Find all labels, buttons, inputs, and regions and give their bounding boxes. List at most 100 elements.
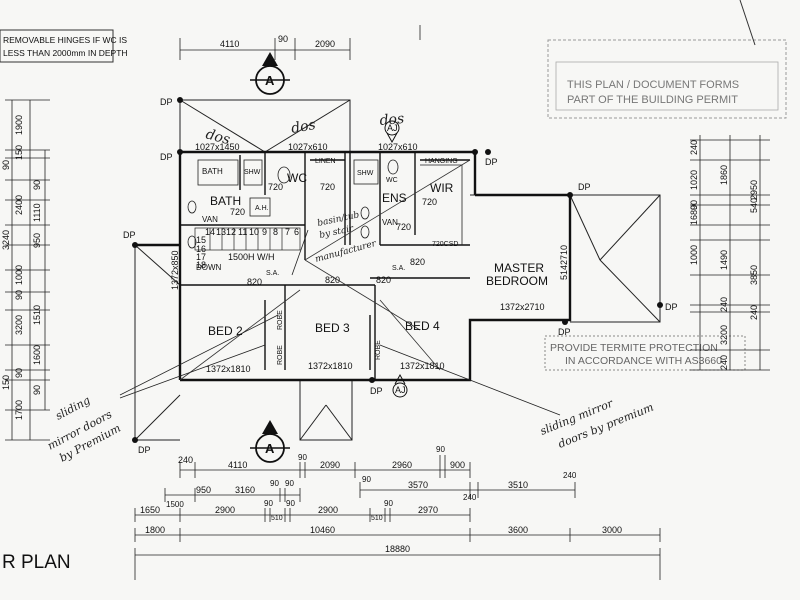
stair-no-9: 6	[294, 227, 299, 237]
dim-left-13: 1600	[32, 345, 42, 365]
room-wir: WIR	[430, 181, 454, 195]
window-2: 1027x610	[288, 142, 328, 152]
room-bed-4: BED 4	[405, 319, 440, 333]
room-shw-1: SHW	[244, 169, 261, 176]
stamp-line-2: PART OF THE BUILDING PERMIT	[567, 94, 738, 106]
window-8: 1372x850	[170, 250, 180, 290]
dim-b2-1: 90	[362, 475, 371, 484]
dp-7: DP	[123, 230, 136, 240]
window-4: 1372x1810	[206, 364, 251, 374]
dp-6: DP	[558, 327, 571, 337]
dim-b4-6: 2900	[318, 505, 338, 515]
dp-9: DP	[370, 386, 383, 396]
stair-no-11: 16	[196, 244, 206, 254]
staircase	[194, 227, 301, 251]
stamp-line-1: THIS PLAN / DOCUMENT FORMS	[567, 79, 739, 91]
note-line-1: REMOVABLE HINGES IF WC IS	[3, 35, 127, 45]
dim-top-2: 90	[278, 34, 288, 44]
stair-no-3: 12	[226, 227, 236, 237]
dim-left-5: 1110	[32, 203, 42, 222]
dim-b5-2: 10460	[310, 525, 335, 535]
dim-b4-9: 2970	[418, 505, 438, 515]
room-master-2: BEDROOM	[486, 274, 548, 288]
termite-line-1: PROVIDE TERMITE PROTECTION	[550, 342, 718, 354]
dp-4: DP	[578, 182, 591, 192]
stair-no-7: 8	[273, 227, 278, 237]
dim-left-15: 150	[1, 375, 11, 390]
hw-basin-3: manufacturer	[314, 239, 378, 265]
section-marker-bottom	[250, 420, 290, 463]
dim-b5-3: 3600	[508, 525, 528, 535]
dim-left-17: 90	[32, 385, 42, 395]
dim-right-12: 540	[749, 198, 759, 213]
room-hanging: HANGING	[425, 158, 458, 165]
dim-right-9: 3200	[719, 325, 729, 345]
label-sa-2: S.A.	[392, 265, 405, 272]
dp-2: DP	[160, 152, 173, 162]
room-bed-3: BED 3	[315, 321, 350, 335]
dim-left-8: 3240	[1, 230, 11, 250]
hw-dos-2: dos	[290, 117, 317, 137]
dim-b1-2: 4110	[228, 460, 247, 470]
room-wc: WC	[287, 171, 307, 185]
dp-1: DP	[160, 97, 173, 107]
dim-b2-3: 240	[463, 493, 477, 502]
dim-b3-4: 90	[270, 479, 279, 488]
dim-left-3: 150	[14, 145, 24, 160]
door-5: 820	[325, 275, 340, 285]
aj-label-2: AJ	[395, 385, 406, 395]
hw-dos-1: dos	[204, 126, 232, 148]
dim-b4-8: 90	[384, 499, 393, 508]
dim-total: 18880	[385, 544, 410, 554]
dim-right-5: 1680	[689, 205, 699, 225]
window-5: 1372x1810	[308, 361, 353, 371]
label-ah: A.H.	[255, 205, 269, 212]
label-robe-1: ROBE	[277, 310, 284, 330]
dim-b4-3: 90	[264, 499, 273, 508]
dim-left-7: 950	[32, 233, 42, 248]
note-line-2: LESS THAN 2000mm IN DEPTH	[3, 48, 128, 58]
stair-no-12: 17	[196, 252, 206, 262]
dim-right-4: 90	[689, 200, 699, 210]
dim-right-13: 3850	[749, 265, 759, 285]
dim-left-12: 3200	[14, 315, 24, 335]
dim-b4-1: 1650	[140, 505, 160, 515]
dim-b4-5: 90	[286, 499, 295, 508]
dim-right-7: 1490	[719, 250, 729, 270]
window-7: 1372x2710	[500, 302, 545, 312]
stair-no-5: 10	[249, 227, 259, 237]
dim-b3-1: 1500	[166, 500, 184, 509]
section-label-top: A	[265, 73, 275, 88]
dim-b1-1: 240	[178, 455, 193, 465]
downpipes	[132, 97, 663, 443]
dim-left-6: 90	[32, 180, 42, 190]
stair-no-1: 14	[205, 227, 215, 237]
room-linen: LINEN	[315, 158, 336, 165]
dim-left-1: 1900	[14, 115, 24, 135]
dim-b1-6: 90	[436, 445, 445, 454]
dim-top-1: 4110	[220, 39, 239, 49]
dim-b3-3: 3160	[235, 485, 255, 495]
right-dimensions	[690, 135, 770, 371]
dim-left-11: 1510	[32, 305, 42, 325]
dim-b4-7: 510	[371, 515, 383, 522]
room-ens: ENS	[382, 191, 407, 205]
aj-label-1: AJ	[387, 123, 398, 133]
label-robe-2: ROBE	[277, 345, 284, 365]
door-1: 720	[230, 207, 245, 217]
permit-stamp: THIS PLAN / DOCUMENT FORMS PART OF THE B…	[547, 39, 787, 119]
dim-left-2: 90	[1, 160, 11, 170]
window-3: 1027x610	[378, 142, 418, 152]
window-6: 1372x1810	[400, 361, 445, 371]
dim-right-8: 240	[719, 297, 729, 312]
dim-b3-2: 950	[196, 485, 211, 495]
dim-right-14: 240	[749, 305, 759, 320]
plan-title: R PLAN	[2, 552, 71, 573]
stair-no-4: 11	[238, 227, 247, 237]
section-label-bottom: A	[265, 441, 275, 456]
room-shw-2: SHW	[357, 170, 374, 177]
dim-b5-1: 1800	[145, 525, 165, 535]
dim-right-2: 1020	[689, 170, 699, 190]
stair-no-10: 15	[196, 235, 206, 245]
